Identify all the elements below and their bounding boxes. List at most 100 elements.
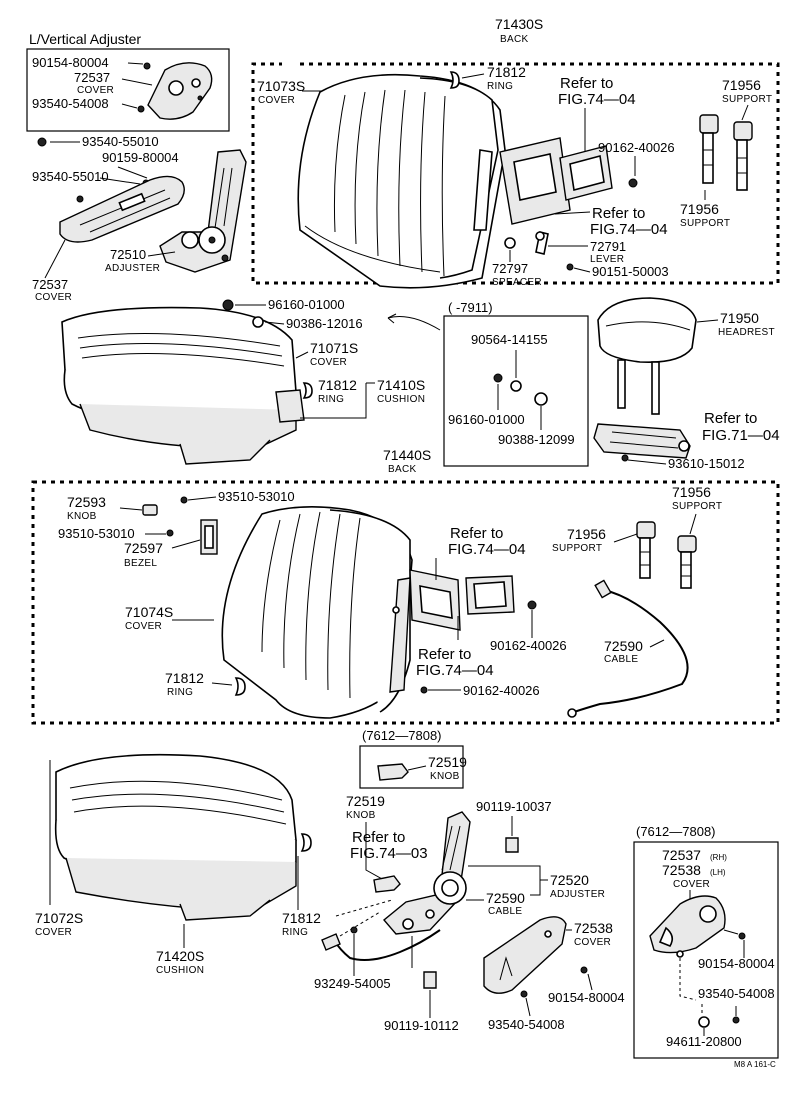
nm-support-d: SUPPORT bbox=[672, 501, 722, 512]
pn-72520: 72520 bbox=[550, 872, 589, 888]
pn-72590-a: 72590 bbox=[604, 638, 643, 654]
ref-74-03-1: Refer to bbox=[352, 829, 405, 846]
nm-headrest: HEADREST bbox=[718, 327, 775, 338]
bolt-90119-a bbox=[505, 837, 519, 853]
pn-72519-a: 72519 bbox=[428, 754, 467, 770]
pn-93540-54008-b: 93540-54008 bbox=[488, 1017, 565, 1032]
ref-74-04-a2: FIG.74—04 bbox=[558, 91, 636, 108]
adjuster-72520 bbox=[383, 811, 471, 935]
pn-90564-14155: 90564-14155 bbox=[471, 332, 548, 347]
ref-74-04-c1: Refer to bbox=[450, 525, 503, 542]
pn-71956-a: 71956 bbox=[722, 77, 761, 93]
cover-72538 bbox=[483, 916, 567, 994]
pn-93249-54005: 93249-54005 bbox=[314, 976, 391, 991]
nm-knob-a: KNOB bbox=[67, 511, 97, 522]
nut-94611 bbox=[698, 1016, 710, 1028]
seat-back-lower bbox=[221, 506, 413, 719]
pn-72510: 72510 bbox=[110, 247, 146, 262]
pn-93510-53010-b: 93510-53010 bbox=[58, 526, 135, 541]
adjuster-cover-small bbox=[147, 62, 213, 120]
knob-72519-a bbox=[377, 763, 409, 781]
ref-74-04-b1: Refer to bbox=[592, 205, 645, 222]
adjuster-cover-long bbox=[59, 175, 185, 243]
range-7911-box bbox=[443, 315, 589, 467]
nut-96160-a bbox=[222, 299, 234, 311]
ref-74-04-b2: FIG.74—04 bbox=[590, 221, 668, 238]
pn-93510-53010-a: 93510-53010 bbox=[218, 489, 295, 504]
pn-72590-b: 72590 bbox=[486, 890, 525, 906]
pn-72791: 72791 bbox=[590, 239, 626, 254]
ref-74-04-d1: Refer to bbox=[418, 646, 471, 663]
nm-cover-d: COVER bbox=[310, 357, 347, 368]
pn-90386-12016: 90386-12016 bbox=[286, 316, 363, 331]
knob-72593 bbox=[142, 504, 158, 516]
pn-72597: 72597 bbox=[124, 540, 163, 556]
escutcheon-a bbox=[499, 137, 613, 225]
pn-71440s: 71440S bbox=[383, 447, 431, 463]
pn-71812-d: 71812 bbox=[282, 910, 321, 926]
lh-tag: (LH) bbox=[710, 868, 726, 877]
nm-knob-c: KNOB bbox=[346, 810, 376, 821]
pn-71074s: 71074S bbox=[125, 604, 173, 620]
nm-cushion-b: CUSHION bbox=[156, 965, 204, 976]
pn-90119-10037: 90119-10037 bbox=[476, 799, 552, 814]
seat-cushion-lower bbox=[54, 753, 297, 921]
nm-cover-c: COVER bbox=[258, 95, 295, 106]
pn-72538: 72538 bbox=[574, 920, 613, 936]
ref-74-04-d2: FIG.74—04 bbox=[416, 662, 494, 679]
nm-support-a: SUPPORT bbox=[722, 94, 772, 105]
nm-bezel: BEZEL bbox=[124, 558, 157, 569]
headrest-bracket bbox=[593, 423, 691, 459]
ring-71812-c bbox=[234, 677, 246, 696]
nm-adjuster-b: ADJUSTER bbox=[550, 889, 605, 900]
pn-96160-01000-b: 96160-01000 bbox=[448, 412, 525, 427]
nm-cover-e: COVER bbox=[125, 621, 162, 632]
pn-71812-c: 71812 bbox=[165, 670, 204, 686]
nm-cover-g: COVER bbox=[574, 937, 611, 948]
pn-71410s: 71410S bbox=[377, 377, 425, 393]
pn-90159-80004: 90159-80004 bbox=[102, 150, 179, 165]
pn-90154-80004-c: 90154-80004 bbox=[698, 956, 775, 971]
nm-cushion-a: CUSHION bbox=[377, 394, 425, 405]
ref-74-04-c2: FIG.74—04 bbox=[448, 541, 526, 558]
nm-knob-b: KNOB bbox=[430, 771, 460, 782]
headrest-71950 bbox=[597, 297, 697, 415]
pn-94611-20800: 94611-20800 bbox=[666, 1034, 742, 1049]
ring-71812-a bbox=[449, 71, 460, 89]
nm-ring-c: RING bbox=[167, 687, 193, 698]
nm-ring-b: RING bbox=[318, 394, 344, 405]
lv-adjuster-box bbox=[26, 48, 230, 132]
pn-72537-rh: 72537 bbox=[662, 847, 701, 863]
pn-71812-a: 71812 bbox=[487, 64, 526, 80]
drawing-code: M8 A 161-C bbox=[734, 1060, 776, 1069]
pn-72593: 72593 bbox=[67, 494, 106, 510]
pn-93540-54008-a: 93540-54008 bbox=[32, 96, 109, 111]
range-7612-knob-box bbox=[359, 745, 464, 789]
knob-72519-b bbox=[373, 875, 401, 893]
pn-71073s: 71073S bbox=[257, 78, 305, 94]
pn-93610-15012: 93610-15012 bbox=[668, 456, 745, 471]
ring-71812-b bbox=[302, 382, 313, 399]
nm-ring-d: RING bbox=[282, 927, 308, 938]
rh-tag: (RH) bbox=[710, 853, 727, 862]
nm-cover-f: COVER bbox=[35, 927, 72, 938]
ref-74-03-2: FIG.74—03 bbox=[350, 845, 428, 862]
seat-cushion-upper bbox=[61, 306, 305, 465]
back-group-dashed-border bbox=[251, 62, 780, 285]
nm-lever: LEVER bbox=[590, 254, 624, 265]
range-7911-label: ( -7911) bbox=[448, 300, 493, 315]
ref-74-04-a1: Refer to bbox=[560, 75, 613, 92]
pn-71071s: 71071S bbox=[310, 340, 358, 356]
range-7612-b-label: (7612—7808) bbox=[636, 824, 716, 839]
support-71956-a bbox=[699, 114, 753, 191]
ref-71-04-2: FIG.71—04 bbox=[702, 427, 780, 444]
pn-71812-b: 71812 bbox=[318, 377, 357, 393]
pn-90154-80004-a: 90154-80004 bbox=[32, 55, 109, 70]
nm-cable-a: CABLE bbox=[604, 654, 638, 665]
title-lv-adjuster: L/Vertical Adjuster bbox=[29, 31, 141, 47]
pn-90162-40026-b: 90162-40026 bbox=[490, 638, 567, 653]
pn-93540-55010-a: 93540-55010 bbox=[82, 134, 159, 149]
nm-support-c: SUPPORT bbox=[552, 543, 602, 554]
bolt-90119-b bbox=[423, 971, 437, 989]
